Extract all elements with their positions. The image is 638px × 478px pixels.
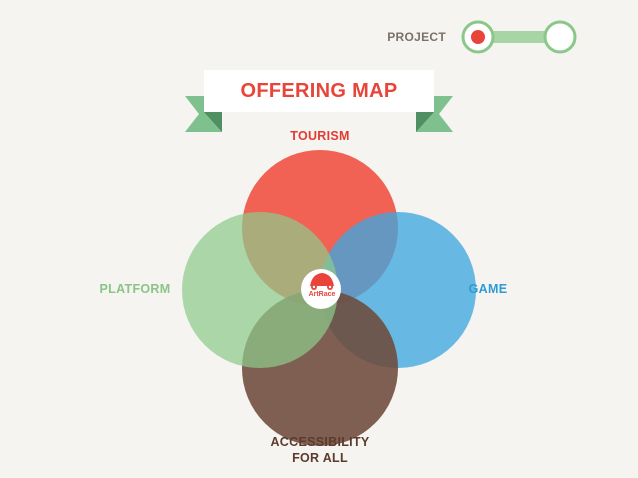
label-platform: PLATFORM: [99, 282, 171, 296]
artrace-logo-text: ArtRace: [308, 291, 336, 298]
venn-circle-platform: [182, 212, 338, 368]
car-icon: [310, 273, 334, 290]
banner-right-fold: [416, 112, 434, 132]
page-title: OFFERING MAP: [240, 80, 398, 102]
banner-left-fold: [204, 112, 222, 132]
label-game: GAME: [468, 282, 508, 296]
banner-band: [204, 70, 434, 112]
toggle-track: [478, 31, 562, 43]
project-label: PROJECT: [387, 30, 446, 44]
label-accessibility-line1: ACCESSIBILITY: [270, 435, 370, 449]
label-accessibility-line2: FOR ALL: [292, 451, 348, 465]
toggle-active-dot: [471, 30, 485, 44]
label-tourism: TOURISM: [290, 129, 350, 143]
toggle-right-knob[interactable]: [543, 20, 577, 54]
project-toggle[interactable]: [460, 19, 580, 55]
label-accessibility: ACCESSIBILITY FOR ALL: [240, 434, 400, 466]
